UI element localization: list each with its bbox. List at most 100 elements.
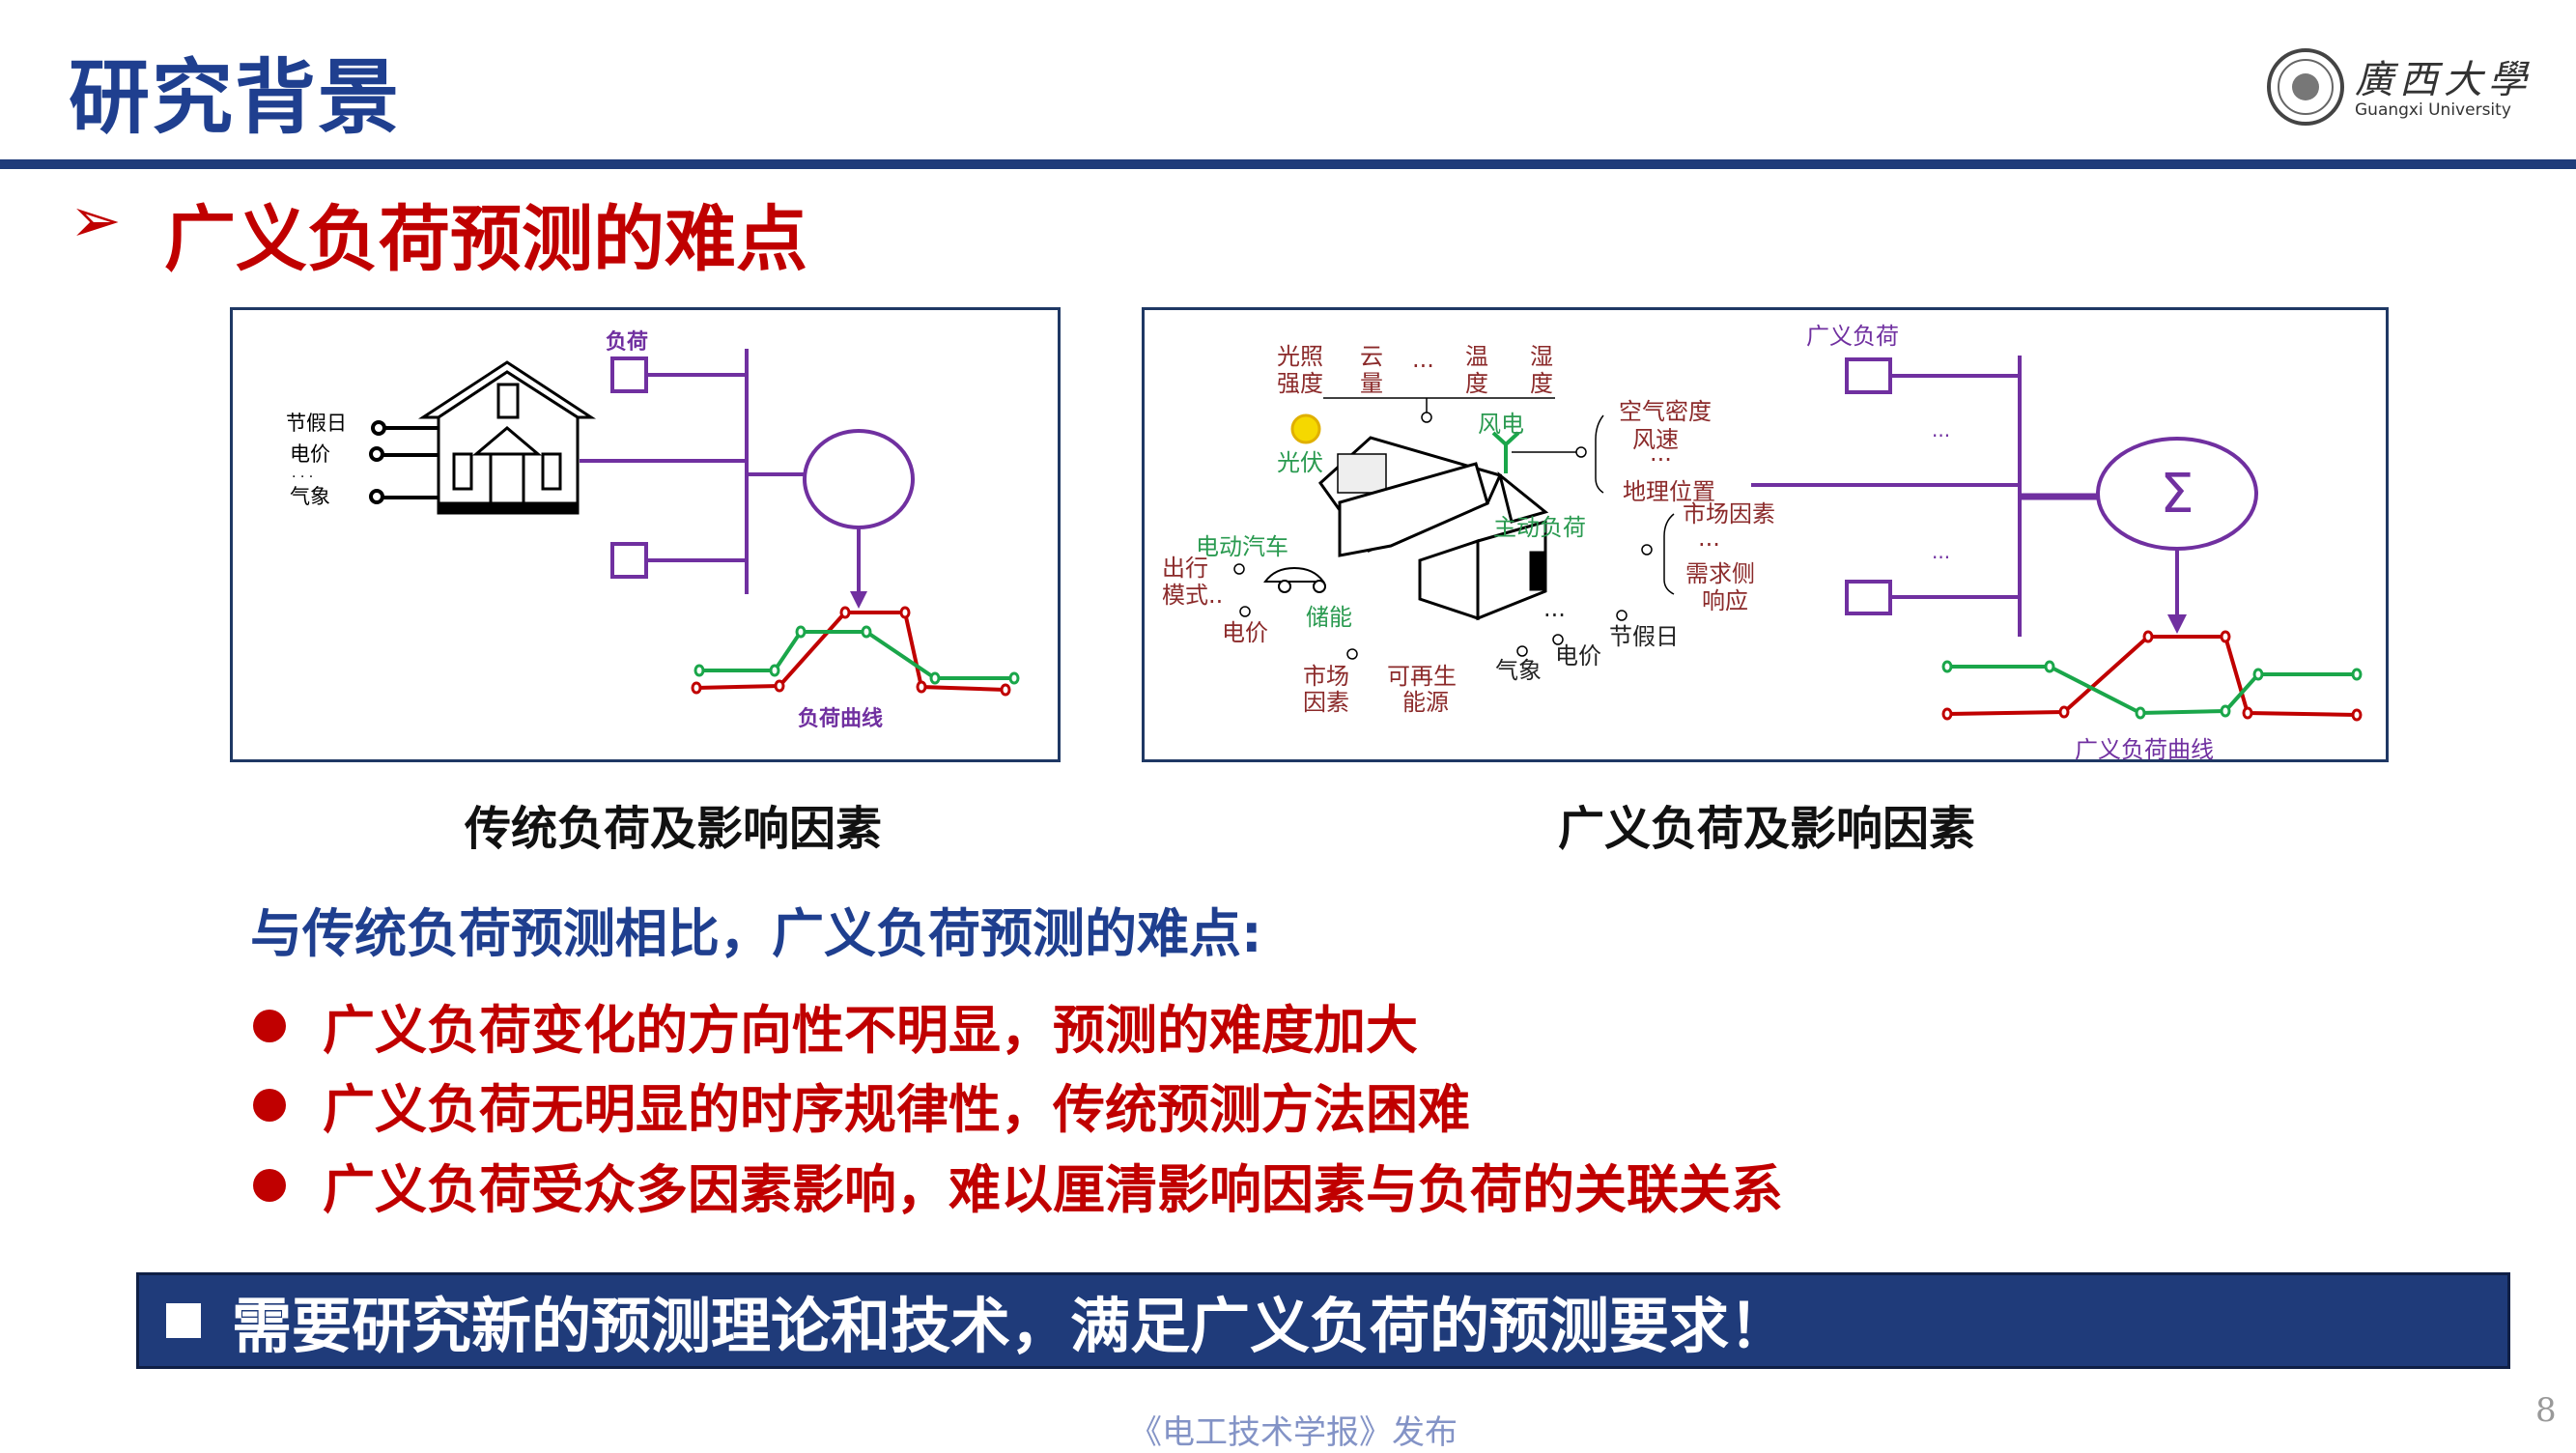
- label-dots4: ···: [1543, 602, 1566, 629]
- label-travel2: 模式..: [1162, 582, 1223, 609]
- left-red-curve: [695, 611, 1006, 692]
- bullet-text: 广义负荷变化的方向性不明显，预测的难度加大: [323, 1000, 1418, 1061]
- curve-point: [2044, 660, 2055, 673]
- generalized-curve-label: 广义负荷曲线: [2075, 736, 2214, 763]
- square-bullet-icon: [166, 1303, 201, 1338]
- label-air: 空气密度: [1619, 398, 1712, 425]
- label-temp1: 温: [1465, 343, 1488, 370]
- page-title: 研究背景: [69, 50, 402, 145]
- factor-price: 电价: [290, 442, 330, 466]
- label-demand1: 需求侧: [1685, 560, 1755, 587]
- curve-point: [2058, 705, 2070, 719]
- label-storage: 储能: [1306, 604, 1352, 631]
- generalized-load-label: 广义负荷: [1806, 323, 1899, 350]
- label-renew2: 能源: [1402, 689, 1449, 716]
- smart-house-icon: [1318, 436, 1549, 621]
- label-renew1: 可再生: [1387, 663, 1457, 690]
- curve-point: [2135, 706, 2146, 720]
- sum-symbol: Σ: [2160, 463, 2194, 526]
- label-windspeed: 风速: [1632, 426, 1679, 453]
- label-pv: 光伏: [1277, 449, 1323, 476]
- footer-source: 《电工技术学报》发布: [1129, 1413, 1458, 1452]
- logo-text-cn: 廣西大學: [2355, 58, 2533, 102]
- bullet-text: 广义负荷无明显的时序规律性，传统预测方法困难: [323, 1079, 1470, 1140]
- seal-icon: [2267, 48, 2344, 126]
- right-green-curve: [1947, 665, 2357, 716]
- bullet-item: 广义负荷变化的方向性不明显，预测的难度加大: [253, 987, 1418, 1064]
- label-travel1: 出行: [1162, 555, 1208, 582]
- logo-text-en: Guangxi University: [2355, 100, 2511, 120]
- factor-ellipsis: · · ·: [292, 470, 313, 485]
- caption-generalized: 广义负荷及影响因素: [1557, 802, 1976, 856]
- curve-point: [916, 680, 927, 694]
- curve-point: [929, 671, 941, 685]
- label-light1: 光照: [1277, 343, 1323, 370]
- label-temp2: 度: [1465, 370, 1488, 397]
- curve-point: [769, 664, 780, 677]
- bullet-item: 广义负荷无明显的时序规律性，传统预测方法困难: [253, 1067, 1470, 1143]
- label-price2: 电价: [1555, 642, 1601, 670]
- label-mkt2: 因素: [1303, 689, 1349, 716]
- label-demand2: 响应: [1702, 587, 1748, 614]
- label-hum1: 湿: [1530, 343, 1553, 370]
- label-mkt1: 市场: [1303, 663, 1349, 690]
- curve-point: [774, 679, 785, 693]
- section-title: 广义负荷预测的难点: [164, 198, 807, 281]
- factor-weather: 气象: [290, 485, 330, 508]
- label-ev: 电动汽车: [1196, 533, 1288, 560]
- label-wind: 风电: [1478, 411, 1524, 438]
- curve-point: [2351, 668, 2363, 681]
- label-hum2: 度: [1530, 370, 1553, 397]
- factor-holiday: 节假日: [286, 412, 347, 435]
- wind-turbine-icon: [1491, 431, 1520, 473]
- label-price1: 电价: [1222, 619, 1268, 646]
- header-divider: [0, 159, 2576, 169]
- bullet-text: 广义负荷受众多因素影响，难以厘清影响因素与负荷的关联关系: [323, 1159, 1783, 1220]
- curve-point: [795, 625, 807, 639]
- banner-text: 需要研究新的预测理论和技术，满足广义负荷的预测要求！: [232, 1291, 1790, 1361]
- curve-point: [899, 606, 911, 619]
- left-house-icon: [417, 360, 597, 515]
- curve-point: [2142, 630, 2154, 643]
- label-market: 市场因素: [1683, 500, 1775, 527]
- label-cloud1: 云: [1360, 343, 1383, 370]
- label-active: 主动负荷: [1493, 514, 1586, 541]
- label-cloud2: 量: [1360, 370, 1383, 397]
- label-geo: 地理位置: [1623, 478, 1715, 505]
- ellipsis-top: ···: [1932, 424, 1950, 447]
- label-dots: ···: [1412, 353, 1434, 380]
- curve-point: [1941, 707, 1953, 721]
- curve-point: [1008, 671, 1020, 685]
- left-green-curve: [699, 630, 1014, 680]
- curve-point: [2242, 706, 2253, 720]
- bullet-dot-icon: [253, 1009, 286, 1042]
- university-logo: [2265, 44, 2516, 131]
- curve-point: [694, 664, 705, 677]
- curve-point: [1941, 660, 1953, 673]
- curve-point: [839, 606, 851, 619]
- ev-car-icon: [1263, 566, 1326, 593]
- load-label: 负荷: [606, 330, 648, 355]
- curve-point: [2351, 708, 2363, 722]
- sun-icon: [1290, 413, 1321, 444]
- label-holiday: 节假日: [1609, 623, 1679, 650]
- label-dots2: ···: [1650, 446, 1672, 473]
- curve-point: [2220, 704, 2231, 718]
- bullet-dot-icon: [253, 1088, 286, 1122]
- right-red-curve: [1946, 635, 2358, 717]
- load-curve-label: 负荷曲线: [798, 706, 883, 731]
- arrow-bullet-icon: ➢: [70, 185, 122, 257]
- curve-point: [691, 681, 702, 695]
- label-dots3: ···: [1698, 531, 1720, 558]
- bullet-item: 广义负荷受众多因素影响，难以厘清影响因素与负荷的关联关系: [253, 1147, 1783, 1223]
- curve-point: [861, 625, 872, 639]
- conclusion-banner: 需要研究新的预测理论和技术，满足广义负荷的预测要求！: [136, 1272, 2510, 1369]
- curve-point: [1000, 683, 1011, 697]
- page-number: 8: [2535, 1391, 2557, 1430]
- ellipsis-bottom: ···: [1932, 546, 1950, 569]
- label-weather: 气象: [1495, 657, 1542, 684]
- intro-text: 与传统负荷预测相比，广义负荷预测的难点:: [250, 903, 1262, 964]
- curve-point: [2252, 668, 2264, 681]
- bullet-dot-icon: [253, 1168, 286, 1202]
